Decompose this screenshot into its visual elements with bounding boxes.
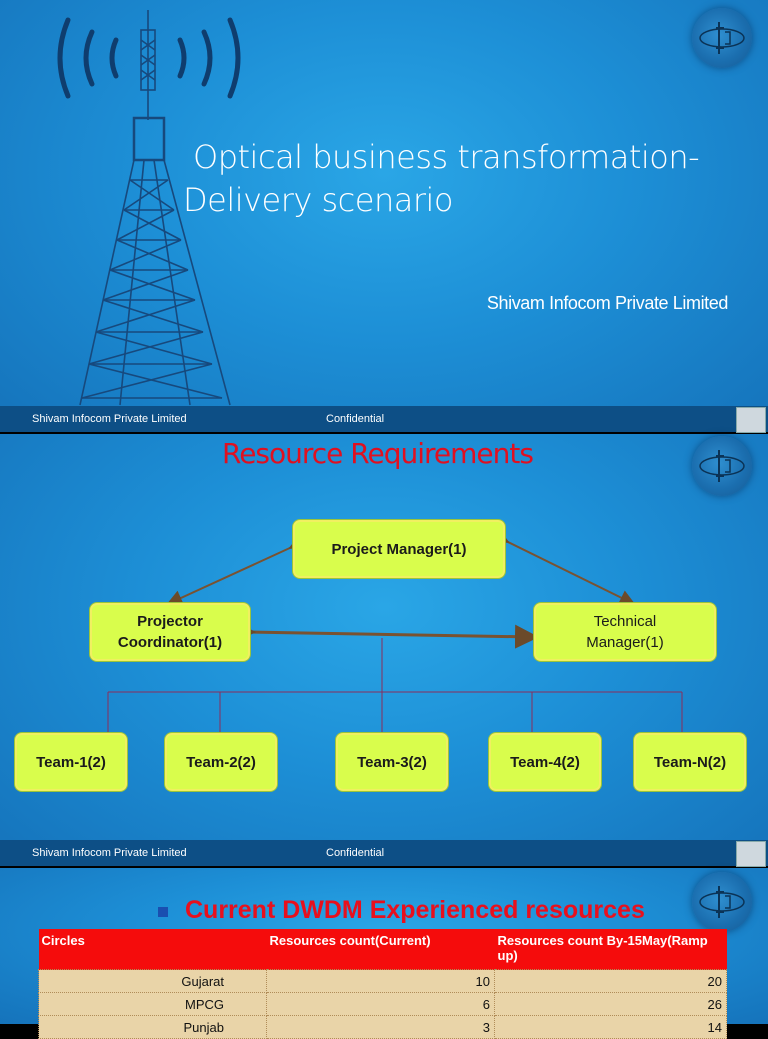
table-cell: Punjab	[38, 1015, 267, 1039]
table-header-cell: Circles	[38, 929, 267, 970]
company-logo-icon	[692, 872, 752, 932]
table-header-cell: Resources count(Current)	[266, 929, 495, 970]
footer-logo-icon	[736, 407, 766, 433]
team-4-box: Team-4(2)	[489, 733, 601, 791]
bullet-icon	[158, 907, 168, 917]
company-logo-icon	[692, 436, 752, 496]
table-row: MPCG 6 26	[38, 992, 727, 1016]
footer-confidential: Confidential	[326, 413, 385, 425]
table-header-row: Circles Resources count(Current) Resourc…	[38, 929, 727, 970]
dwdm-resources-slide: Current DWDM Experienced resources Circl…	[0, 868, 768, 1039]
table-row: Gujarat 10 20	[38, 969, 727, 993]
team-n-box: Team-N(2)	[634, 733, 746, 791]
table-header-cell: Resources count By-15May(Ramp up)	[494, 929, 727, 970]
tower-icon	[57, 10, 241, 406]
footer-logo-icon	[736, 841, 766, 867]
company-logo-icon	[692, 8, 752, 68]
slide-title: Resource Requirements	[222, 437, 534, 470]
project-coordinator-box: Projector Coordinator(1)	[90, 603, 250, 661]
org-chart-connectors	[107, 528, 683, 732]
table-cell: 10	[266, 969, 495, 993]
table-cell: 6	[266, 992, 495, 1016]
team-2-box: Team-2(2)	[165, 733, 277, 791]
team-1-box: Team-1(2)	[15, 733, 127, 791]
table-row: Punjab 3 14	[38, 1015, 727, 1039]
resources-table: Circles Resources count(Current) Resourc…	[38, 929, 727, 1039]
title-slide: Optical business transformation- Deliver…	[0, 0, 768, 433]
table-cell: 3	[266, 1015, 495, 1039]
table-cell: 20	[494, 969, 727, 993]
table-cell: MPCG	[38, 992, 267, 1016]
team-3-box: Team-3(2)	[336, 733, 448, 791]
table-cell: 26	[494, 992, 727, 1016]
slide-footer: Shivam Infocom Private Limited Confident…	[0, 840, 768, 867]
company-name: Shivam Infocom Private Limited	[486, 293, 729, 313]
project-manager-box: Project Manager(1)	[293, 520, 505, 578]
resource-requirements-slide: Resource Requirements Project M	[0, 434, 768, 867]
footer-company: Shivam Infocom Private Limited	[32, 413, 187, 425]
footer-confidential: Confidential	[326, 847, 385, 859]
slide-footer: Shivam Infocom Private Limited Confident…	[0, 406, 768, 433]
table-cell: 14	[494, 1015, 727, 1039]
technical-manager-box: Technical Manager(1)	[534, 603, 716, 661]
table-cell: Gujarat	[38, 969, 267, 993]
slide-title: Optical business transformation- Deliver…	[183, 138, 700, 219]
footer-company: Shivam Infocom Private Limited	[32, 847, 187, 859]
slide-title: Current DWDM Experienced resources	[185, 896, 645, 924]
